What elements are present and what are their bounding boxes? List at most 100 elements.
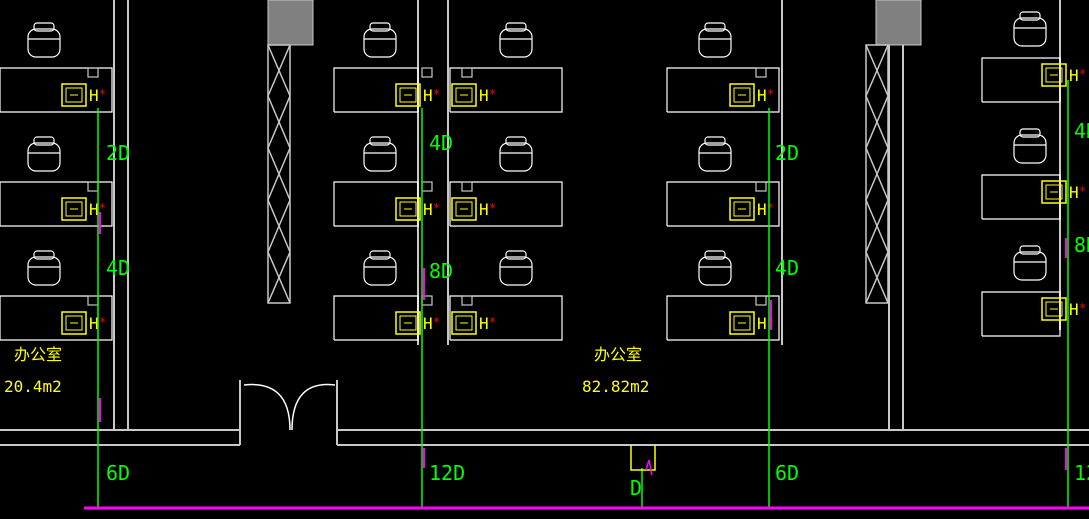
svg-text:H: H [423, 314, 433, 333]
svg-text:H: H [89, 314, 99, 333]
office-chair-icon [499, 250, 533, 286]
desk-outline [981, 174, 1061, 220]
network-socket-icon: H* [451, 197, 496, 221]
room-name: 办公室 [14, 345, 62, 364]
double-door [243, 383, 336, 431]
svg-text:H: H [1069, 183, 1079, 202]
cable-label: 4D [1074, 119, 1089, 143]
cable-label: 8D [429, 259, 453, 283]
svg-text:*: * [433, 315, 440, 329]
office-chair-icon [1013, 245, 1047, 281]
walls [0, 0, 1089, 446]
svg-text:H: H [479, 314, 489, 333]
svg-text:*: * [99, 315, 106, 329]
svg-text:H: H [423, 200, 433, 219]
svg-text:H: H [757, 86, 767, 105]
desk-outline [333, 181, 419, 227]
network-socket-icon: H* [451, 83, 496, 107]
svg-text:*: * [433, 201, 440, 215]
cable-label: 8D [1074, 233, 1089, 257]
room-area: 82.82m2 [582, 377, 649, 396]
office-chair-icon [698, 136, 732, 172]
svg-text:*: * [489, 201, 496, 215]
svg-text:*: * [99, 201, 106, 215]
office-chair-icon [27, 250, 61, 286]
desk-outline [666, 67, 780, 113]
cable-label: 2D [775, 141, 799, 165]
network-socket-icon: H* [395, 311, 440, 335]
junction-box-icon [87, 295, 99, 306]
junction-box-icon [421, 181, 433, 192]
cable-label: 4D [775, 256, 799, 280]
desk-outline [449, 295, 563, 341]
office-chair-icon [499, 136, 533, 172]
structural-column [875, 0, 922, 46]
office-chair-icon [27, 136, 61, 172]
desk-outline [449, 181, 563, 227]
desk-outline [981, 57, 1061, 103]
network-socket-icon: H* [61, 197, 106, 221]
svg-text:H: H [423, 86, 433, 105]
network-socket-icon: H* [451, 311, 496, 335]
svg-text:H: H [1069, 300, 1079, 319]
junction-box-icon [87, 181, 99, 192]
junction-box-icon [87, 67, 99, 78]
svg-text:*: * [99, 87, 106, 101]
office-chair-icon [1013, 11, 1047, 47]
cable-label: 6D [106, 461, 130, 485]
office-chair-icon [363, 136, 397, 172]
svg-text:H: H [1069, 66, 1079, 85]
svg-text:H: H [479, 86, 489, 105]
network-socket-icon: H* [1041, 63, 1086, 87]
network-socket-icon: H* [1041, 180, 1086, 204]
desk-outline [666, 181, 780, 227]
cable-label: 12 [1074, 461, 1089, 485]
junction-box-icon [755, 181, 767, 192]
svg-text:H: H [479, 200, 489, 219]
svg-text:*: * [1079, 301, 1086, 315]
cable-label: 2D [106, 141, 130, 165]
network-socket-icon: H* [729, 83, 774, 107]
workstations: H*H*H*H*H*H*H*H*H*H*H*H*H*H*H* [0, 11, 1086, 341]
cable-label: 6D [775, 461, 799, 485]
junction-box-icon [461, 67, 473, 78]
network-socket-icon: H* [729, 311, 774, 335]
office-chair-icon [698, 22, 732, 58]
room-area: 20.4m2 [4, 377, 62, 396]
office-chair-icon [27, 22, 61, 58]
svg-text:*: * [1079, 184, 1086, 198]
svg-text:*: * [1079, 67, 1086, 81]
desk-outline [0, 181, 113, 227]
network-socket-icon: H* [61, 83, 106, 107]
office-chair-icon [499, 22, 533, 58]
desk-outline [0, 295, 113, 341]
desk-outline [333, 67, 419, 113]
desk-outline [981, 291, 1061, 337]
svg-text:H: H [757, 314, 767, 333]
network-socket-icon: H* [1041, 297, 1086, 321]
network-socket-icon: H* [61, 311, 106, 335]
cable-tags [99, 212, 1067, 470]
cable-label: 4D [429, 131, 453, 155]
cable-label: D [630, 476, 642, 500]
office-chair-icon [1013, 128, 1047, 164]
desk-outline [0, 67, 113, 113]
cable-runs [97, 80, 1069, 508]
shaft-right [865, 44, 889, 304]
svg-text:H: H [757, 200, 767, 219]
svg-text:*: * [489, 315, 496, 329]
cable-label: 4D [106, 256, 130, 280]
office-chair-icon [363, 250, 397, 286]
junction-box-icon [421, 67, 433, 78]
structural-column [267, 0, 314, 46]
desk-outline [666, 295, 780, 341]
junction-box-icon [461, 181, 473, 192]
network-socket-icon: H* [395, 83, 440, 107]
svg-text:*: * [767, 87, 774, 101]
junction-box-icon [755, 295, 767, 306]
desk-outline [333, 295, 419, 341]
network-socket-icon: H* [395, 197, 440, 221]
junction-box-icon [630, 445, 656, 476]
junction-box-icon [755, 67, 767, 78]
